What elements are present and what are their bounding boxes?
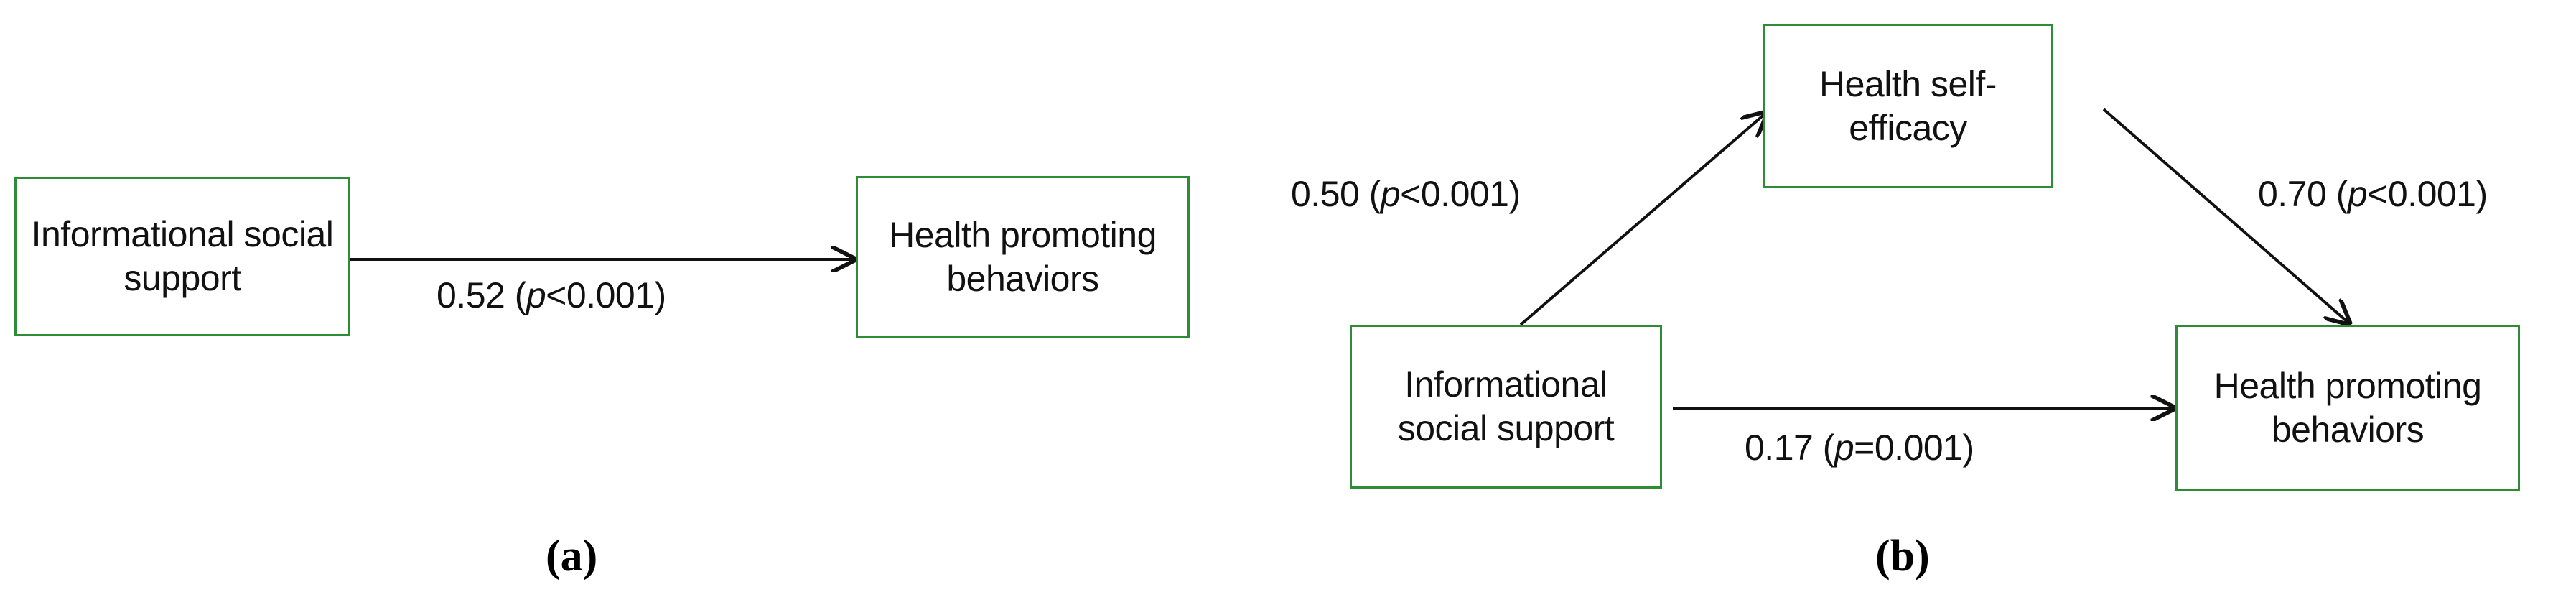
node-informational-social-support-b: Informational social support — [1350, 325, 1662, 489]
node-informational-social-support-a: Informational social support — [14, 177, 350, 336]
node-label: Health promoting behaviors — [2213, 365, 2482, 450]
panel-a-caption: (a) — [546, 532, 598, 581]
node-label: Health self-efficacy — [1819, 63, 1997, 148]
edge-label-b-path: 0.70 (p<0.001) — [2258, 174, 2488, 214]
panel-a: Informational social support Health prom… — [0, 0, 1278, 610]
node-label: Informational social support — [1397, 364, 1615, 448]
node-health-promoting-behaviors-b: Health promoting behaviors — [2175, 325, 2520, 491]
edge-label-direct-effect: 0.52 (p<0.001) — [437, 275, 666, 315]
node-health-promoting-behaviors-a: Health promoting behaviors — [856, 176, 1190, 338]
arrow-b-path — [2102, 108, 2349, 323]
node-label: Health promoting behaviors — [889, 214, 1157, 299]
node-health-self-efficacy: Health self-efficacy — [1763, 24, 2053, 188]
arrow-a-path — [1519, 113, 1766, 326]
edge-label-c-prime-path: 0.17 (p=0.001) — [1745, 428, 1974, 468]
panel-b-caption: (b) — [1875, 532, 1930, 581]
panel-b: Health self-efficacy Informational socia… — [1278, 0, 2576, 610]
node-label: Informational social support — [31, 214, 334, 298]
edge-label-a-path: 0.50 (p<0.001) — [1291, 174, 1521, 214]
